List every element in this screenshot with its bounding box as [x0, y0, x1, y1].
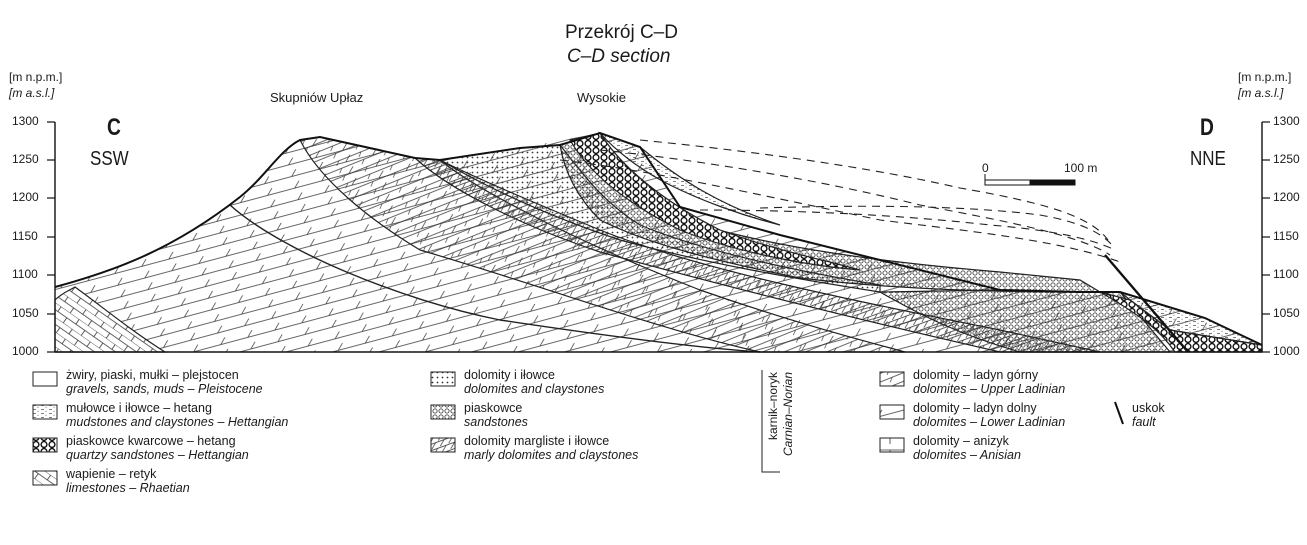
tick-left-1300: 1300	[12, 114, 39, 128]
unit-right-en: [m a.s.l.]	[1238, 86, 1284, 100]
tick-left-1250: 1250	[12, 152, 39, 166]
legend-label-pl: piaskowce	[464, 401, 523, 415]
tick-right-1150: 1150	[1273, 229, 1299, 243]
swatch-anisian	[879, 437, 905, 453]
swatch-rhaetian	[32, 470, 58, 486]
place-skupniow-uplaz: Skupniów Upłaz	[270, 90, 364, 105]
legend-label-pl: mułowce i iłowce – hetang	[66, 401, 212, 415]
eroded-strata-dashed	[559, 139, 1121, 263]
legend-item-pleistocene: żwiry, piaski, mułki – plejstocen gravel…	[66, 368, 263, 396]
legend-label-pl: uskok	[1132, 401, 1165, 415]
legend-label-en: dolomites – Anisian	[913, 448, 1021, 462]
swatch-lower-ladinian	[879, 404, 905, 420]
legend-item-dolomites-claystones: dolomity i iłowce dolomites and clayston…	[464, 368, 604, 396]
legend-label-en: sandstones	[464, 415, 528, 429]
place-wysokie: Wysokie	[577, 90, 627, 105]
swatch-pleistocene	[32, 371, 58, 387]
swatch-upper-ladinian	[879, 371, 905, 387]
legend-label-en: gravels, sands, muds – Pleistocene	[66, 382, 263, 396]
section-body	[54, 122, 1263, 353]
scale-end: 100 m	[1064, 161, 1098, 175]
unit-right-pl: [m n.p.m.]	[1238, 70, 1292, 84]
legend-label-en: marly dolomites and claystones	[464, 448, 639, 462]
legend-item-fault: uskok fault	[1132, 401, 1165, 429]
title-pl: Przekrój C–D	[565, 22, 678, 43]
legend-label-pl: dolomity – ladyn górny	[913, 368, 1039, 382]
end-letter-right: D	[1200, 114, 1214, 141]
legend-label-pl: żwiry, piaski, mułki – plejstocen	[66, 368, 239, 382]
tick-left-1200: 1200	[12, 190, 39, 204]
bracket-label-pl: karnik–noryk	[766, 372, 780, 441]
swatch-fault	[1114, 401, 1124, 425]
legend-label-pl: dolomity margliste i iłowce	[464, 434, 610, 448]
legend-label-pl: dolomity i iłowce	[464, 368, 556, 382]
legend-label-pl: wapienie – retyk	[66, 467, 157, 481]
legend-item-marly-dolomites: dolomity margliste i iłowce marly dolomi…	[464, 434, 638, 462]
swatch-hettangian-mud	[32, 404, 58, 420]
fault-line	[1104, 254, 1189, 353]
swatch-marly	[430, 437, 456, 453]
tick-right-1250: 1250	[1273, 152, 1300, 166]
tick-right-1200: 1200	[1273, 190, 1300, 204]
swatch-dolomites-claystones	[430, 371, 456, 387]
end-direction-left: SSW	[90, 148, 129, 170]
legend-item-upper-ladinian: dolomity – ladyn górny dolomites – Upper…	[913, 368, 1065, 396]
legend-item-lower-ladinian: dolomity – ladyn dolny dolomites – Lower…	[913, 401, 1065, 429]
end-direction-right: NNE	[1190, 148, 1226, 170]
bracket-label-en: Carnian–Norian	[781, 372, 795, 457]
swatch-hettangian-sand	[32, 437, 58, 453]
legend-label-pl: dolomity – ladyn dolny	[913, 401, 1037, 415]
tick-left-1050: 1050	[12, 306, 39, 320]
legend-item-hettangian-sandstones: piaskowce kwarcowe – hetang quartzy sand…	[66, 434, 249, 462]
legend-label-pl: dolomity – anizyk	[913, 434, 1009, 448]
tick-right-1000: 1000	[1273, 344, 1300, 358]
legend-label-en: dolomites – Lower Ladinian	[913, 415, 1066, 429]
unit-limestones-rhaetian	[54, 286, 168, 353]
tick-right-1300: 1300	[1273, 114, 1300, 128]
topography-line	[54, 131, 1263, 346]
tick-left-1000: 1000	[12, 344, 39, 358]
unit-left-en: [m a.s.l.]	[9, 86, 55, 100]
legend-label-en: quartzy sandstones – Hettangian	[66, 448, 249, 462]
bracket-line	[761, 370, 780, 473]
tick-right-1100: 1100	[1273, 267, 1299, 281]
tick-right-1050: 1050	[1273, 306, 1300, 320]
legend-item-sandstones: piaskowce sandstones	[464, 401, 528, 429]
unit-mudstones-east	[1119, 291, 1263, 346]
legend-label-en: dolomites – Upper Ladinian	[913, 382, 1066, 396]
tick-left-1150: 1150	[12, 229, 38, 243]
unit-quartzy-sandstones	[569, 132, 861, 271]
title-en: C–D section	[567, 46, 671, 67]
legend-label-pl: piaskowce kwarcowe – hetang	[66, 434, 236, 448]
legend-label-en: limestones – Rhaetian	[66, 481, 190, 495]
legend-label-en: dolomites and claystones	[464, 382, 605, 396]
legend-item-rhaetian: wapienie – retyk limestones – Rhaetian	[66, 467, 190, 495]
legend-label-en: fault	[1132, 415, 1156, 429]
tick-left-1100: 1100	[12, 267, 38, 281]
axis-ticks	[47, 121, 1270, 353]
unit-left-pl: [m n.p.m.]	[9, 70, 63, 84]
scale-zero: 0	[982, 161, 989, 175]
scale-bar	[984, 174, 1076, 186]
legend-label-en: mudstones and claystones – Hettangian	[66, 415, 289, 429]
legend-swatches	[32, 371, 905, 486]
boundary-line	[229, 204, 761, 353]
legend-item-anisian: dolomity – anizyk dolomites – Anisian	[913, 434, 1021, 462]
swatch-sandstones	[430, 404, 456, 420]
legend-item-hettangian-mudstones: mułowce i iłowce – hetang mudstones and …	[66, 401, 288, 429]
end-letter-left: C	[107, 114, 121, 141]
